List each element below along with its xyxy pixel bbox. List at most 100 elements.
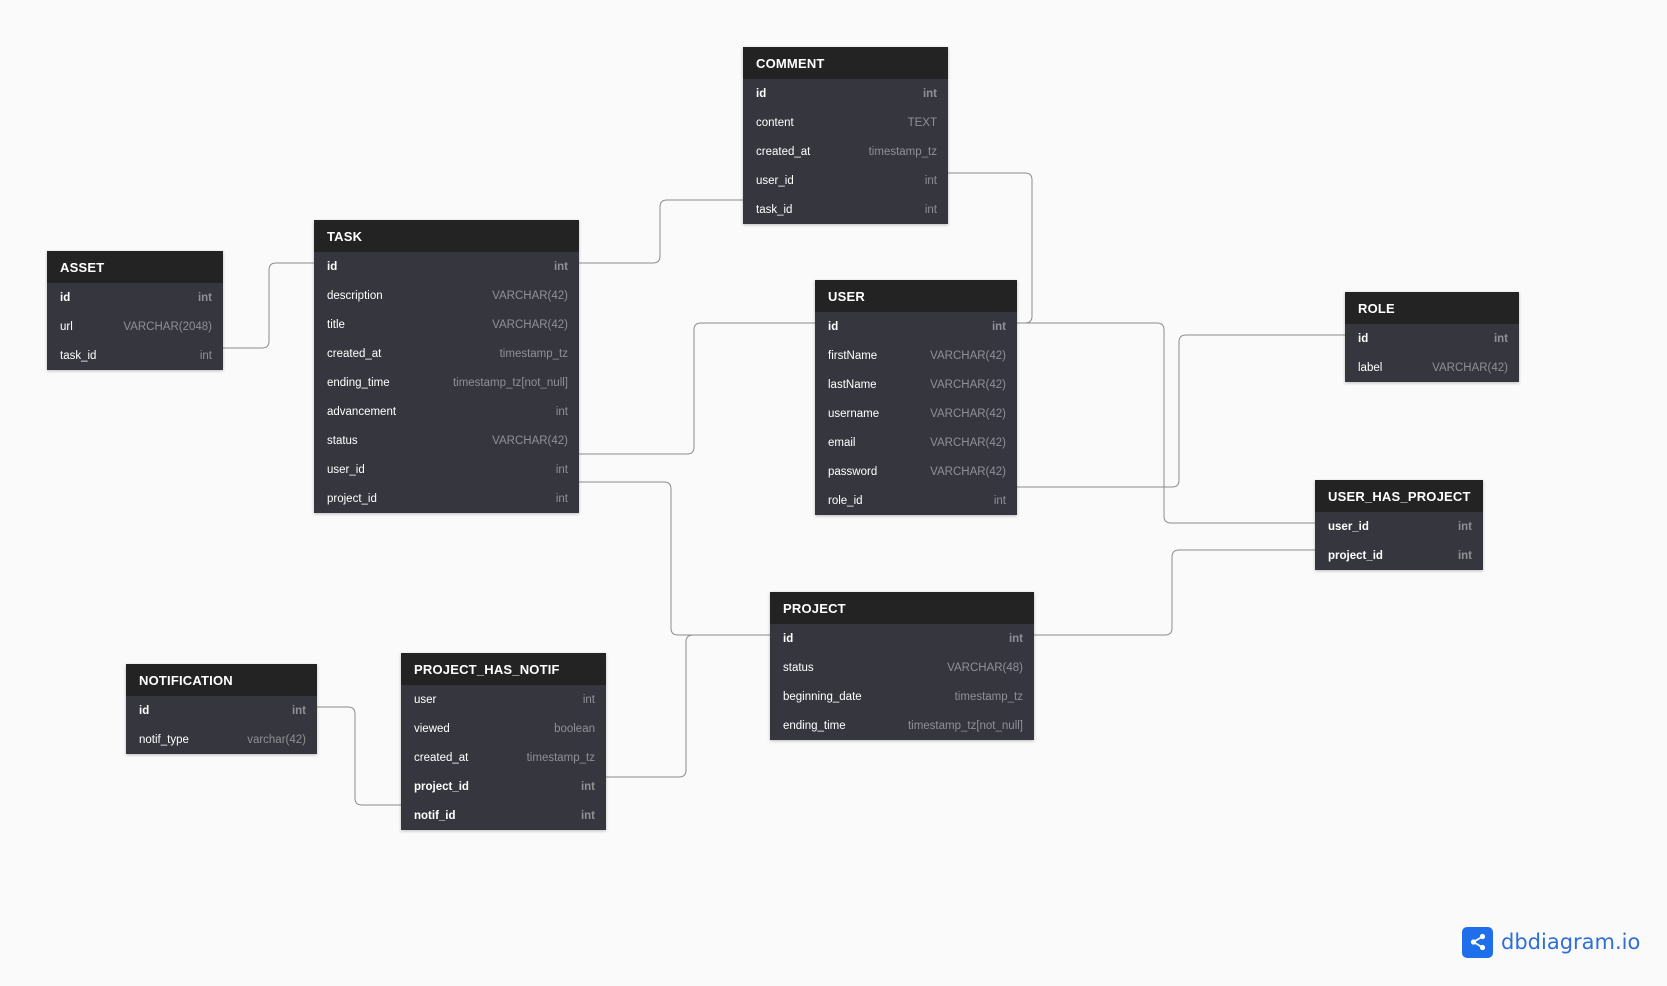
field-type: varchar(42) — [247, 733, 306, 746]
field-row[interactable]: project_id int — [314, 484, 579, 513]
field-name: created_at — [414, 751, 469, 764]
field-row[interactable]: status VARCHAR(42) — [314, 426, 579, 455]
table-header[interactable]: ASSET — [47, 251, 223, 283]
field-name: user_id — [756, 174, 794, 187]
table-header[interactable]: PROJECT_HAS_NOTIF — [401, 653, 606, 685]
field-name: status — [327, 434, 358, 447]
relation-task-project — [579, 481, 770, 636]
field-type: int — [991, 320, 1006, 333]
field-row[interactable]: label VARCHAR(42) — [1345, 353, 1519, 382]
table-header[interactable]: USER_HAS_PROJECT — [1315, 480, 1483, 512]
field-type: VARCHAR(42) — [492, 434, 568, 447]
field-name: advancement — [327, 405, 397, 418]
relation-user-role — [1017, 334, 1345, 488]
field-name: id — [1358, 332, 1369, 345]
table-header[interactable]: NOTIFICATION — [126, 664, 317, 696]
table-header[interactable]: PROJECT — [770, 592, 1034, 624]
field-row[interactable]: beginning_date timestamp_tz — [770, 682, 1034, 711]
field-row[interactable]: description VARCHAR(42) — [314, 281, 579, 310]
field-type: VARCHAR(48) — [947, 661, 1023, 674]
table-header[interactable]: TASK — [314, 220, 579, 252]
field-type: VARCHAR(42) — [492, 289, 568, 302]
field-name: project_id — [327, 492, 377, 505]
field-row[interactable]: title VARCHAR(42) — [314, 310, 579, 339]
table-header[interactable]: COMMENT — [743, 47, 948, 79]
field-name: title — [327, 318, 345, 331]
table-title: ROLE — [1358, 300, 1395, 316]
field-name: ending_time — [327, 376, 390, 389]
dbdiagram-logo[interactable]: dbdiagram.io — [1462, 926, 1640, 958]
field-type: timestamp_tz — [499, 347, 568, 360]
field-row[interactable]: user_id int — [743, 166, 948, 195]
field-name: id — [139, 704, 150, 717]
field-row[interactable]: notif_id int — [401, 801, 606, 830]
field-name: id — [60, 291, 71, 304]
field-name: task_id — [756, 203, 793, 216]
table-header[interactable]: ROLE — [1345, 292, 1519, 324]
field-type: VARCHAR(42) — [930, 436, 1006, 449]
field-type: timestamp_tz — [954, 690, 1023, 703]
field-type: int — [924, 174, 937, 187]
field-name: project_id — [1328, 549, 1383, 562]
field-name: label — [1358, 361, 1383, 374]
field-name: email — [828, 436, 856, 449]
field-name: role_id — [828, 494, 863, 507]
field-name: notif_id — [414, 809, 456, 822]
field-name: user_id — [1328, 520, 1369, 533]
field-name: notif_type — [139, 733, 189, 746]
field-name: content — [756, 116, 794, 129]
table-header[interactable]: USER — [815, 280, 1017, 312]
field-name: description — [327, 289, 383, 302]
field-name: project_id — [414, 780, 469, 793]
logo-text: dbdiagram.io — [1501, 930, 1641, 954]
field-row[interactable]: email VARCHAR(42) — [815, 428, 1017, 457]
field-type: int — [555, 492, 568, 505]
field-name: beginning_date — [783, 690, 862, 703]
field-name: viewed — [414, 722, 450, 735]
field-name: id — [783, 632, 794, 645]
field-type: int — [580, 809, 595, 822]
field-type: VARCHAR(42) — [492, 318, 568, 331]
field-type: VARCHAR(42) — [1432, 361, 1508, 374]
field-row[interactable]: notif_type varchar(42) — [126, 725, 317, 754]
